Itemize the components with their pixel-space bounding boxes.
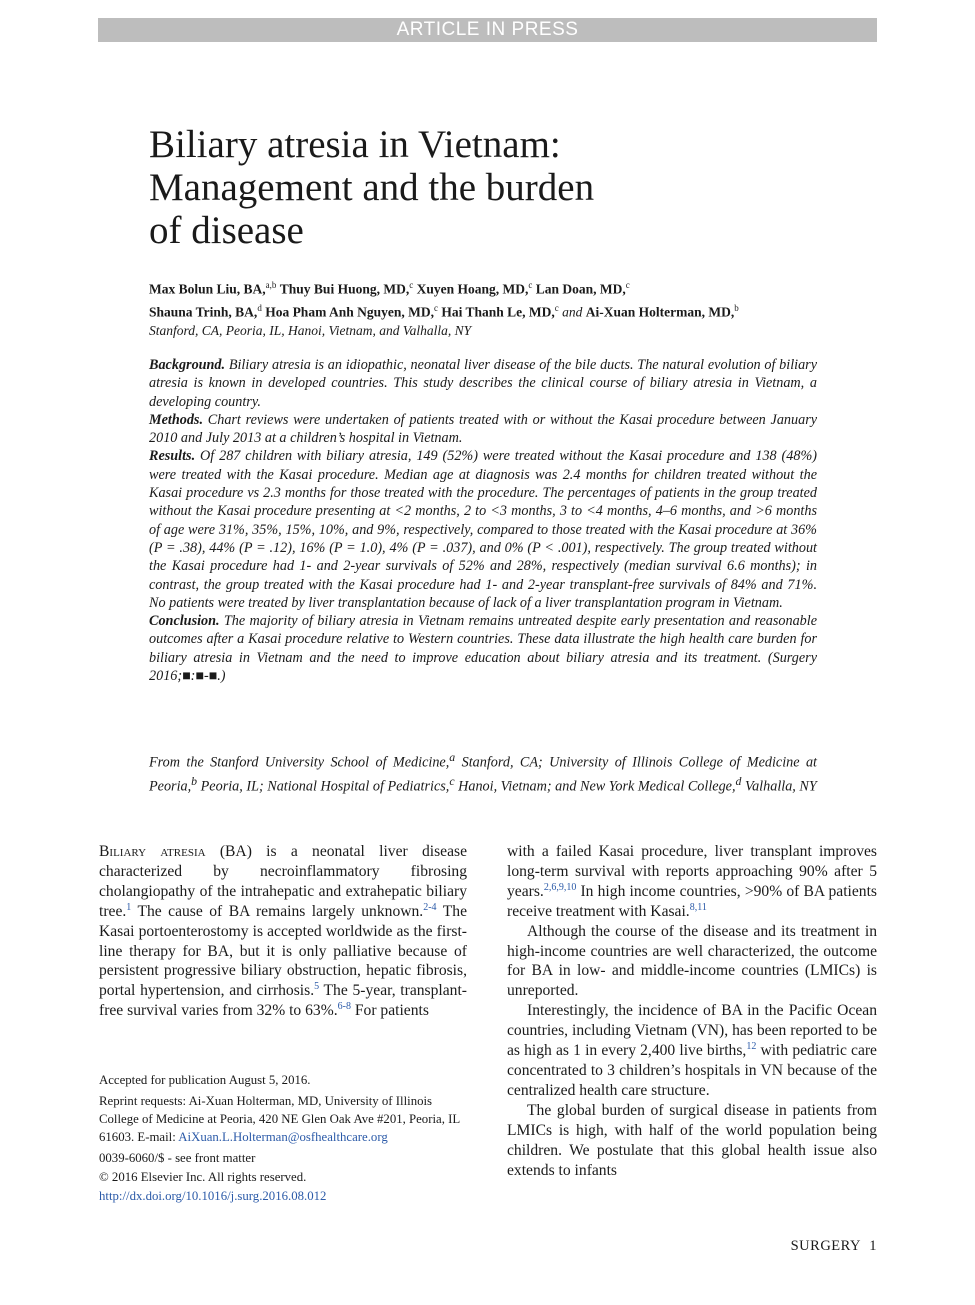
citation-link[interactable]: 8,11 <box>689 901 707 913</box>
author-affiliation-mark: d <box>257 302 262 313</box>
affiliation-text: Hanoi, Vietnam; and New York Medical Col… <box>454 778 736 795</box>
abstract-text: Biliary atresia is an idiopathic, neonat… <box>149 357 818 410</box>
email-link[interactable]: AiXuan.L.Holterman@osfhealthcare.org <box>178 1130 388 1144</box>
abstract: Background. Biliary atresia is an idiopa… <box>149 356 817 685</box>
author-affiliation-mark: c <box>433 302 438 313</box>
body-text: The 5-year, transplant-free survival var… <box>99 982 467 1020</box>
citation-link[interactable]: 12 <box>746 1040 757 1052</box>
author: Shauna Trinh, BA, <box>149 304 258 319</box>
article-footnotes: Accepted for publication August 5, 2016.… <box>99 1071 467 1208</box>
author: Max Bolun Liu, BA, <box>149 281 266 297</box>
doi-line: http://dx.doi.org/10.1016/j.surg.2016.08… <box>99 1187 467 1205</box>
affiliation-text: From the Stanford University School of M… <box>149 754 450 771</box>
accepted-date: Accepted for publication August 5, 2016. <box>99 1073 311 1087</box>
reprint-requests: Reprint requests: Ai-Xuan Holterman, MD,… <box>99 1092 467 1146</box>
copyright: © 2016 Elsevier Inc. All rights reserved… <box>99 1170 307 1184</box>
body-column-left: Biliary atresia (BA) is a neonatal liver… <box>99 842 467 1021</box>
abstract-results: Results. Of 287 children with biliary at… <box>149 447 817 612</box>
abstract-label: Conclusion. <box>149 613 220 630</box>
author-affiliation-mark: b <box>734 302 739 313</box>
body-column-right: with a failed Kasai procedure, liver tra… <box>507 842 877 1180</box>
page-footer: SURGERY 1 <box>791 1238 877 1255</box>
body-text: with pediatric care concentrated to 3 ch… <box>507 1042 877 1099</box>
title-line-3: of disease <box>149 209 304 252</box>
abstract-label: Methods. <box>149 411 203 428</box>
author: Hoa Pham Anh Nguyen, MD, <box>265 304 434 319</box>
body-paragraph: with a failed Kasai procedure, liver tra… <box>507 842 877 922</box>
affiliation-text: Stanford, CA; University of Illinois Col… <box>149 754 817 795</box>
citation-link[interactable]: 5 <box>314 981 320 993</box>
body-text: The Kasai portoenterostomy is accepted w… <box>99 902 467 1000</box>
author-affiliation-mark: c <box>625 280 630 290</box>
title-line-2: Management and the burden <box>149 166 595 209</box>
affiliation-mark: b <box>191 774 198 789</box>
body-text: Interestingly, the incidence of BA in th… <box>507 1002 877 1060</box>
author-affiliation-mark: c <box>554 302 559 313</box>
author-conjunction: and <box>562 304 583 319</box>
article-in-press-banner: ARTICLE IN PRESS <box>98 18 877 42</box>
citation-link[interactable]: 2-4 <box>423 901 437 913</box>
abstract-background: Background. Biliary atresia is an idiopa… <box>149 356 817 411</box>
body-text: In high income countries, >90% of BA pat… <box>507 882 877 920</box>
reprint-text: Reprint requests: Ai-Xuan Holterman, MD,… <box>99 1094 460 1144</box>
body-paragraph: The global burden of surgical disease in… <box>507 1101 877 1179</box>
doi-link[interactable]: http://dx.doi.org/10.1016/j.surg.2016.08… <box>99 1189 327 1203</box>
affiliation-mark: d <box>735 774 742 789</box>
body-paragraph: Biliary atresia (BA) is a neonatal liver… <box>99 842 467 1021</box>
author: Thuy Bui Huong, MD, <box>279 281 410 297</box>
citation-link[interactable]: 1 <box>126 901 132 913</box>
abstract-conclusion: Conclusion. The majority of biliary atre… <box>149 612 817 685</box>
author-list: Max Bolun Liu, BA,a,b Thuy Bui Huong, MD… <box>149 276 849 340</box>
author-affiliation-mark: c <box>409 280 414 290</box>
author-affiliation-mark: c <box>528 280 533 290</box>
body-text: with a failed Kasai procedure, liver tra… <box>507 843 877 900</box>
abstract-text: Of 287 children with biliary atresia, 14… <box>149 448 817 611</box>
abstract-text: Chart reviews were undertaken of patient… <box>149 411 818 447</box>
lead-in: Biliary atresia <box>99 843 206 860</box>
page-number: 1 <box>869 1238 877 1254</box>
issn: 0039-6060/$ - see front matter <box>99 1151 256 1165</box>
body-text: (BA) is a neonatal liver disease charact… <box>99 843 467 920</box>
body-paragraph: Interestingly, the incidence of BA in th… <box>507 1001 877 1101</box>
journal-name: SURGERY <box>790 1238 861 1254</box>
affiliation-mark: c <box>449 774 455 789</box>
author-locations: Stanford, CA, Peoria, IL, Hanoi, Vietnam… <box>149 323 472 338</box>
citation-link[interactable]: 2,6,9,10 <box>543 881 577 893</box>
author: Hai Thanh Le, MD, <box>441 304 555 319</box>
article-title: Biliary atresia in Vietnam: Management a… <box>149 123 809 252</box>
body-text: For patients <box>350 1002 429 1020</box>
abstract-text: The majority of biliary atresia in Vietn… <box>149 613 818 685</box>
abstract-label: Background. <box>149 357 226 373</box>
affiliations: From the Stanford University School of M… <box>149 748 817 796</box>
citation-link[interactable]: 6-8 <box>337 1001 351 1013</box>
title-line-1: Biliary atresia in Vietnam: <box>149 123 561 166</box>
affiliation-text: Peoria, IL; National Hospital of Pediatr… <box>197 778 450 795</box>
body-paragraph: Although the course of the disease and i… <box>507 922 877 1000</box>
author-affiliation-mark: a,b <box>265 280 277 290</box>
body-text: The cause of BA remains largely unknown. <box>131 902 424 920</box>
abstract-methods: Methods. Chart reviews were undertaken o… <box>149 411 817 448</box>
author: Lan Doan, MD, <box>535 281 626 297</box>
affiliation-mark: a <box>449 750 456 764</box>
affiliation-text: Valhalla, NY <box>741 778 817 795</box>
author: Ai-Xuan Holterman, MD, <box>585 304 735 319</box>
author: Xuyen Hoang, MD, <box>416 281 529 297</box>
abstract-label: Results. <box>149 448 196 465</box>
